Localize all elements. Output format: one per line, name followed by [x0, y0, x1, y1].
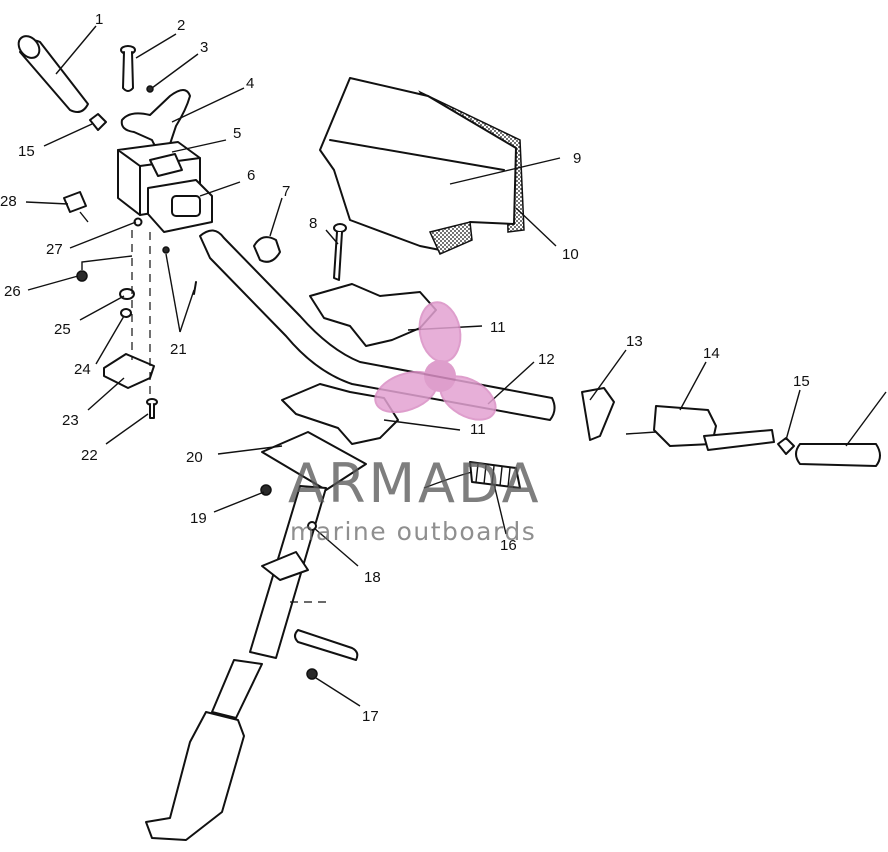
- callout-2: 2: [177, 17, 185, 34]
- callout-1: 1: [95, 11, 103, 28]
- handlebar-tube: [199, 229, 556, 421]
- callout-21: 21: [170, 341, 187, 358]
- callout-24: 24: [74, 361, 91, 378]
- bushing-left: [89, 113, 107, 131]
- callout-6: 6: [247, 167, 255, 184]
- callout-20: 20: [186, 449, 203, 466]
- pivot-pin: [120, 45, 136, 92]
- callout-18: 18: [364, 569, 381, 586]
- cable-clip: [253, 236, 281, 263]
- callout-5: 5: [233, 125, 241, 142]
- handlebar-pad: [319, 77, 525, 255]
- watermark-brand: ARMADA: [288, 452, 542, 515]
- left-hand-grip: [17, 35, 89, 113]
- clamp-bolt: [333, 223, 347, 281]
- callout-16: 16: [500, 537, 517, 554]
- housing-clamp: [147, 179, 213, 233]
- column-bracket: [261, 551, 309, 581]
- mounting-plate: [103, 353, 155, 389]
- callout-9: 9: [573, 150, 581, 167]
- callout-22: 22: [81, 447, 98, 464]
- assembly-bracket-left: [81, 255, 133, 270]
- callout-23: 23: [62, 412, 79, 429]
- callout-3: 3: [200, 39, 208, 56]
- throttle-housing: [117, 141, 201, 216]
- nut-19: [260, 484, 272, 496]
- callout-4: 4: [246, 75, 254, 92]
- screw-22: [146, 398, 158, 419]
- upper-clamp: [309, 283, 437, 347]
- callout-10: 10: [562, 246, 579, 263]
- callout-17: 17: [362, 708, 379, 725]
- screws-21: [162, 246, 197, 295]
- right-control-housing: [625, 405, 775, 451]
- bushing-right: [777, 437, 795, 455]
- callout-15-left: 15: [18, 143, 35, 160]
- lower-clamp: [281, 383, 399, 445]
- callout-14: 14: [703, 345, 720, 362]
- armada-watermark: ARMADA marine outboards: [288, 301, 542, 546]
- washer-24: [120, 308, 132, 318]
- callout-27: 27: [46, 241, 63, 258]
- steering-plate: [261, 431, 367, 491]
- steering-column: [145, 485, 327, 841]
- callout-15-right: 15: [793, 373, 810, 390]
- spring: [423, 461, 521, 489]
- watermark-tagline: marine outboards: [290, 517, 536, 546]
- throttle-lever: [120, 89, 191, 152]
- callout-11-lower: 11: [470, 421, 486, 438]
- pin-17: [294, 629, 359, 661]
- callout-labels: 1 2 3 4 15 5 6 28 7 27 8 26 25 21 24 23 …: [0, 11, 810, 725]
- nut-26: [76, 270, 88, 282]
- callout-8: 8: [309, 215, 317, 232]
- right-hand-grip: [795, 443, 881, 467]
- propeller-logo-icon: [374, 301, 497, 421]
- callout-19: 19: [190, 510, 207, 527]
- callout-26: 26: [4, 283, 21, 300]
- pin-clip: [146, 85, 154, 93]
- callout-13: 13: [626, 333, 643, 350]
- nut-17: [306, 668, 318, 680]
- brake-lever-bracket: [581, 387, 615, 441]
- callout-11-upper: 11: [490, 319, 506, 336]
- kill-switch: [63, 191, 89, 223]
- callout-25: 25: [54, 321, 71, 338]
- callout-7: 7: [282, 183, 290, 200]
- callout-12: 12: [538, 351, 555, 368]
- callout-28: 28: [0, 193, 17, 210]
